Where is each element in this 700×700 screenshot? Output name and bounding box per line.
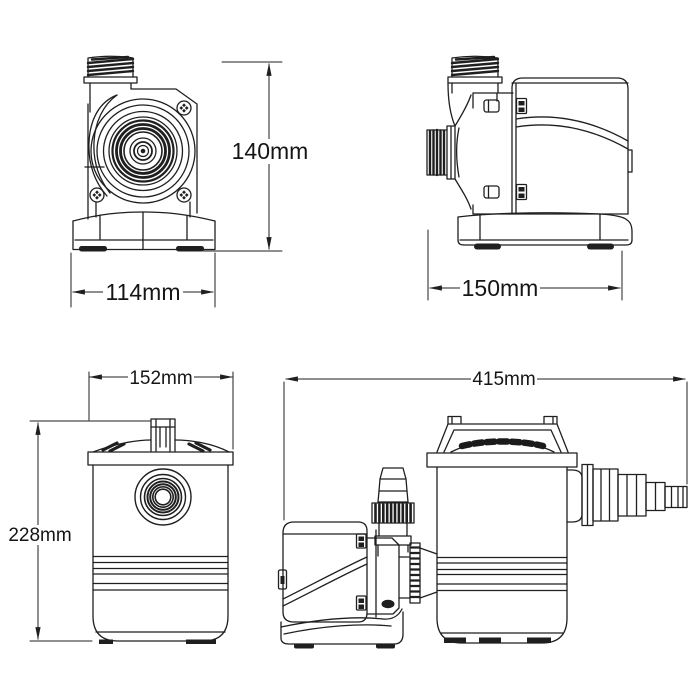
dimension-filter-width: 152mm <box>88 367 234 450</box>
outlet-thread-icon <box>447 55 503 94</box>
assembly-side-view <box>277 415 688 649</box>
dimension-label-pump-depth: 150mm <box>462 275 539 301</box>
dimension-label-assembly-length: 415mm <box>472 369 535 390</box>
riser-barb-fitting <box>377 467 409 503</box>
pump-front-view <box>72 55 216 252</box>
screw-icon <box>89 100 192 203</box>
assembly-pump-base <box>280 608 404 649</box>
canister-lid <box>87 439 234 466</box>
bolt-icon <box>483 97 528 201</box>
dimension-assembly-length: 415mm <box>283 369 688 521</box>
pump-side-head <box>447 82 514 215</box>
inlet-thread-icon <box>426 125 456 180</box>
canister-body <box>92 464 229 644</box>
pump-front-base <box>72 211 216 252</box>
pump-side-view <box>426 55 633 250</box>
dimension-pump-height: 140mm <box>202 61 310 252</box>
assembly-pump-head <box>366 529 411 618</box>
canister-inlet-coupling <box>409 542 438 604</box>
dimension-pump-width: 114mm <box>70 252 216 308</box>
impeller-face-circles <box>90 98 196 204</box>
assembly-pump-motor <box>277 521 368 623</box>
outlet-thread-icon <box>83 55 138 113</box>
dimension-label-filter-width: 152mm <box>129 368 192 389</box>
inlet-port-circles <box>134 468 192 526</box>
carry-handle <box>436 415 569 453</box>
dimension-pump-depth: 150mm <box>427 229 623 301</box>
outlet-hose-adapter <box>566 463 688 527</box>
filter-front-view <box>87 418 234 644</box>
lid-port-knob <box>150 418 176 452</box>
union-nut-icon <box>371 502 415 557</box>
dimension-label-filter-height: 228mm <box>8 525 71 546</box>
pump-front-body <box>84 88 198 220</box>
pump-side-base <box>457 212 633 250</box>
assembly-canister <box>426 438 578 644</box>
dimension-filter-height: 228mm <box>7 420 151 642</box>
dimension-label-pump-height: 140mm <box>232 138 309 164</box>
dimension-label-pump-width: 114mm <box>106 279 181 305</box>
